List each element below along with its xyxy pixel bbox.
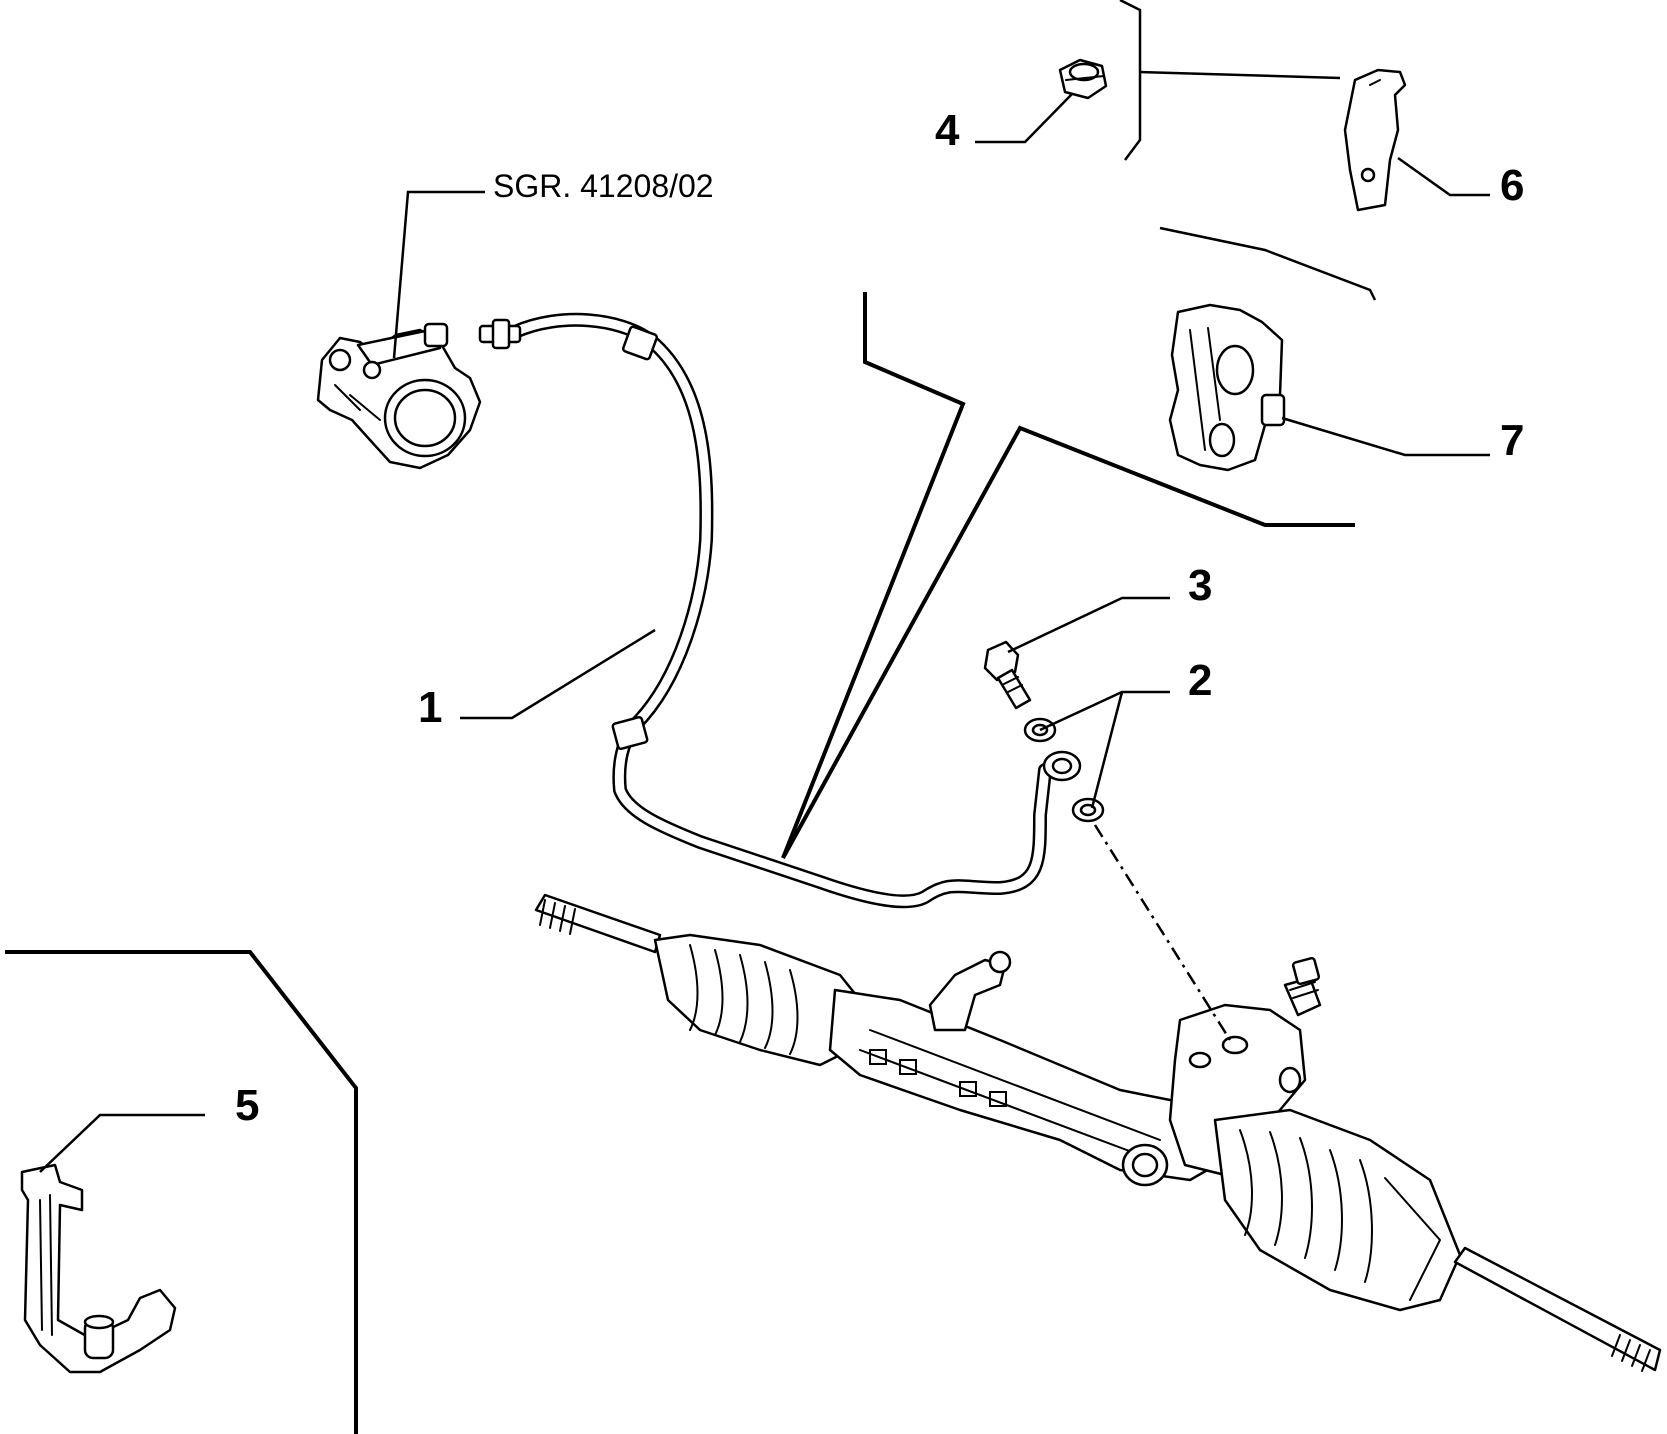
power-steering-pump-icon bbox=[316, 322, 482, 470]
section-lines bbox=[5, 0, 1377, 1434]
clamp-icon bbox=[20, 1163, 177, 1374]
assembly-guide-line bbox=[1093, 824, 1232, 1041]
leader-lines bbox=[39, 70, 1490, 1173]
callout-4: 4 bbox=[935, 106, 960, 155]
callout-6: 6 bbox=[1500, 161, 1524, 210]
callout-2: 2 bbox=[1188, 656, 1212, 705]
mount-plate-icon bbox=[1168, 303, 1286, 472]
callout-5: 5 bbox=[235, 1081, 259, 1130]
callout-3: 3 bbox=[1188, 561, 1212, 610]
banjo-bolt-icon bbox=[983, 640, 1032, 710]
callout-7: 7 bbox=[1500, 416, 1524, 465]
nut-icon bbox=[1058, 58, 1108, 100]
bracket-icon bbox=[1343, 68, 1407, 212]
reference-code: SGR. 41208/02 bbox=[493, 168, 714, 204]
steering-rack-icon bbox=[534, 893, 1662, 1372]
pressure-hose-icon bbox=[478, 312, 1082, 909]
callout-1: 1 bbox=[418, 683, 442, 732]
